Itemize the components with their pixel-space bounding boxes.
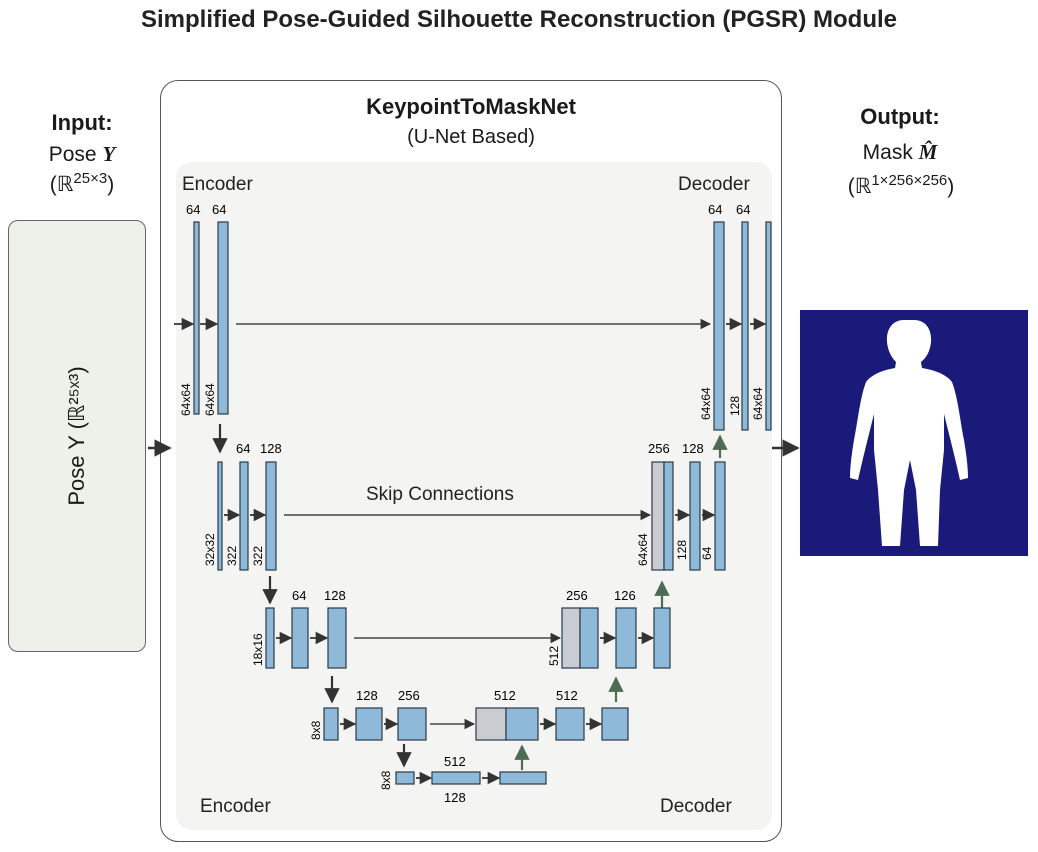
bottleneck: 512 128 8x8 [379, 754, 547, 805]
enc3-block-b [291, 607, 309, 669]
enc1-top-a: 64 [186, 202, 200, 217]
silhouette-icon [850, 320, 968, 546]
bottleneck-top: 512 [444, 754, 466, 769]
enc2-top-a: 64 [236, 441, 250, 456]
dec4-block-a [505, 707, 539, 741]
enc4-top-a: 128 [356, 688, 378, 703]
bottleneck-bottom: 128 [444, 790, 466, 805]
dec2-concat-block [651, 461, 665, 571]
dec1-block-b [741, 221, 749, 431]
enc2-block-a [217, 461, 223, 571]
network-subtitle: (U-Net Based) [407, 126, 535, 148]
dec3-top-a: 256 [566, 588, 588, 603]
dec3-block-a [579, 607, 599, 669]
enc3-top-a: 64 [292, 588, 306, 603]
dec1-side-c: 64x64 [751, 387, 765, 420]
enc3-block-c [327, 607, 347, 669]
input-heading: Input: [51, 110, 113, 135]
dec2-block-c [714, 461, 726, 571]
enc1-top-b: 64 [212, 202, 226, 217]
dec3-concat-block [561, 607, 581, 669]
dec2-side-a: 64x64 [636, 533, 650, 566]
dec2-block-a [663, 461, 674, 571]
enc2-side-a: 32x32 [203, 533, 217, 566]
encoder-level-2: 64 128 32x32 322 322 [203, 441, 282, 571]
output-heading: Output: [860, 104, 940, 129]
dec4-block-b [555, 707, 585, 741]
dec3-top-b: 126 [614, 588, 636, 603]
figure-title: Simplified Pose-Guided Silhouette Recons… [140, 6, 898, 33]
dec4-block-c [601, 707, 629, 741]
dec2-side-b: 128 [675, 540, 689, 560]
enc1-block-b [217, 221, 229, 415]
dec1-side-a: 64x64 [699, 387, 713, 420]
decoder-level-4: 512 512 [475, 688, 629, 741]
enc4-block-b [355, 707, 383, 741]
dec1-top-b: 64 [736, 202, 750, 217]
dec1-block-a [713, 221, 725, 431]
dec3-block-b [615, 607, 637, 669]
enc3-side-a: 18x16 [251, 633, 265, 666]
network-title: KeypointToMaskNet [366, 94, 576, 119]
enc4-top-b: 256 [398, 688, 420, 703]
dec4-concat-block [475, 707, 507, 741]
input-domain-sup: 25×3 [73, 170, 108, 187]
enc1-block-a [193, 221, 200, 415]
pose-input-box [8, 220, 146, 652]
dec2-block-b [689, 461, 701, 571]
encoder-level-3: 64 128 18x16 [251, 588, 347, 669]
decoder-level-2: 256 128 64x64 128 64 [636, 441, 726, 571]
enc2-block-b [239, 461, 249, 571]
output-name-prefix: Mask [862, 141, 919, 164]
dec3-block-c [653, 607, 671, 669]
bottleneck-side: 8x8 [379, 770, 393, 790]
output-domain: (ℝ1×256×256) [847, 172, 955, 198]
decoder-level-3: 256 126 512 [547, 588, 671, 669]
enc3-block-a [265, 607, 275, 669]
skip-connections-label: Skip Connections [366, 484, 514, 505]
dec4-top-a: 512 [494, 688, 516, 703]
bottleneck-block-c [499, 771, 547, 785]
enc2-block-c [265, 461, 277, 571]
dec2-top-a: 256 [648, 441, 670, 456]
input-name: Pose Y [14, 142, 150, 167]
enc4-block-a [323, 707, 339, 741]
dec2-top-b: 128 [682, 441, 704, 456]
output-mask-image [800, 310, 1028, 556]
encoder-level-4: 128 256 8x8 [309, 688, 427, 741]
encoder-level-1: 64 64 64x64 64x64 [174, 202, 229, 416]
output-name: Mask M̂ [820, 140, 980, 165]
dec1-top-a: 64 [708, 202, 722, 217]
output-domain-sup: 1×256×256 [871, 172, 948, 189]
enc3-top-b: 128 [324, 588, 346, 603]
decoder-bottom-label: Decoder [660, 796, 732, 817]
dec4-top-b: 512 [556, 688, 578, 703]
decoder-top-label: Decoder [678, 174, 750, 195]
enc2-top-b: 128 [260, 441, 282, 456]
dec3-side-a: 512 [547, 646, 561, 666]
enc4-block-c [397, 707, 427, 741]
enc1-side-a: 64x64 [179, 383, 193, 416]
dec2-side-c: 64 [700, 546, 714, 560]
bottleneck-block-a [395, 771, 415, 785]
dec1-block-c [765, 221, 772, 431]
decoder-level-1: 64 64 64x64 128 64x64 [699, 202, 772, 431]
bottleneck-block-b [431, 771, 481, 785]
encoder-top-label: Encoder [182, 174, 253, 195]
enc2-side-b: 322 [225, 546, 239, 566]
enc2-side-c: 322 [251, 546, 265, 566]
input-domain: (ℝ25×3) [49, 170, 115, 196]
input-name-prefix: Pose [48, 143, 103, 166]
enc1-side-b: 64x64 [203, 383, 217, 416]
encoder-bottom-label: Encoder [200, 796, 271, 817]
dec1-side-b: 128 [728, 396, 742, 416]
enc4-side-a: 8x8 [309, 720, 323, 740]
output-symbol: M̂ [918, 140, 938, 164]
input-symbol: Y [102, 142, 116, 166]
